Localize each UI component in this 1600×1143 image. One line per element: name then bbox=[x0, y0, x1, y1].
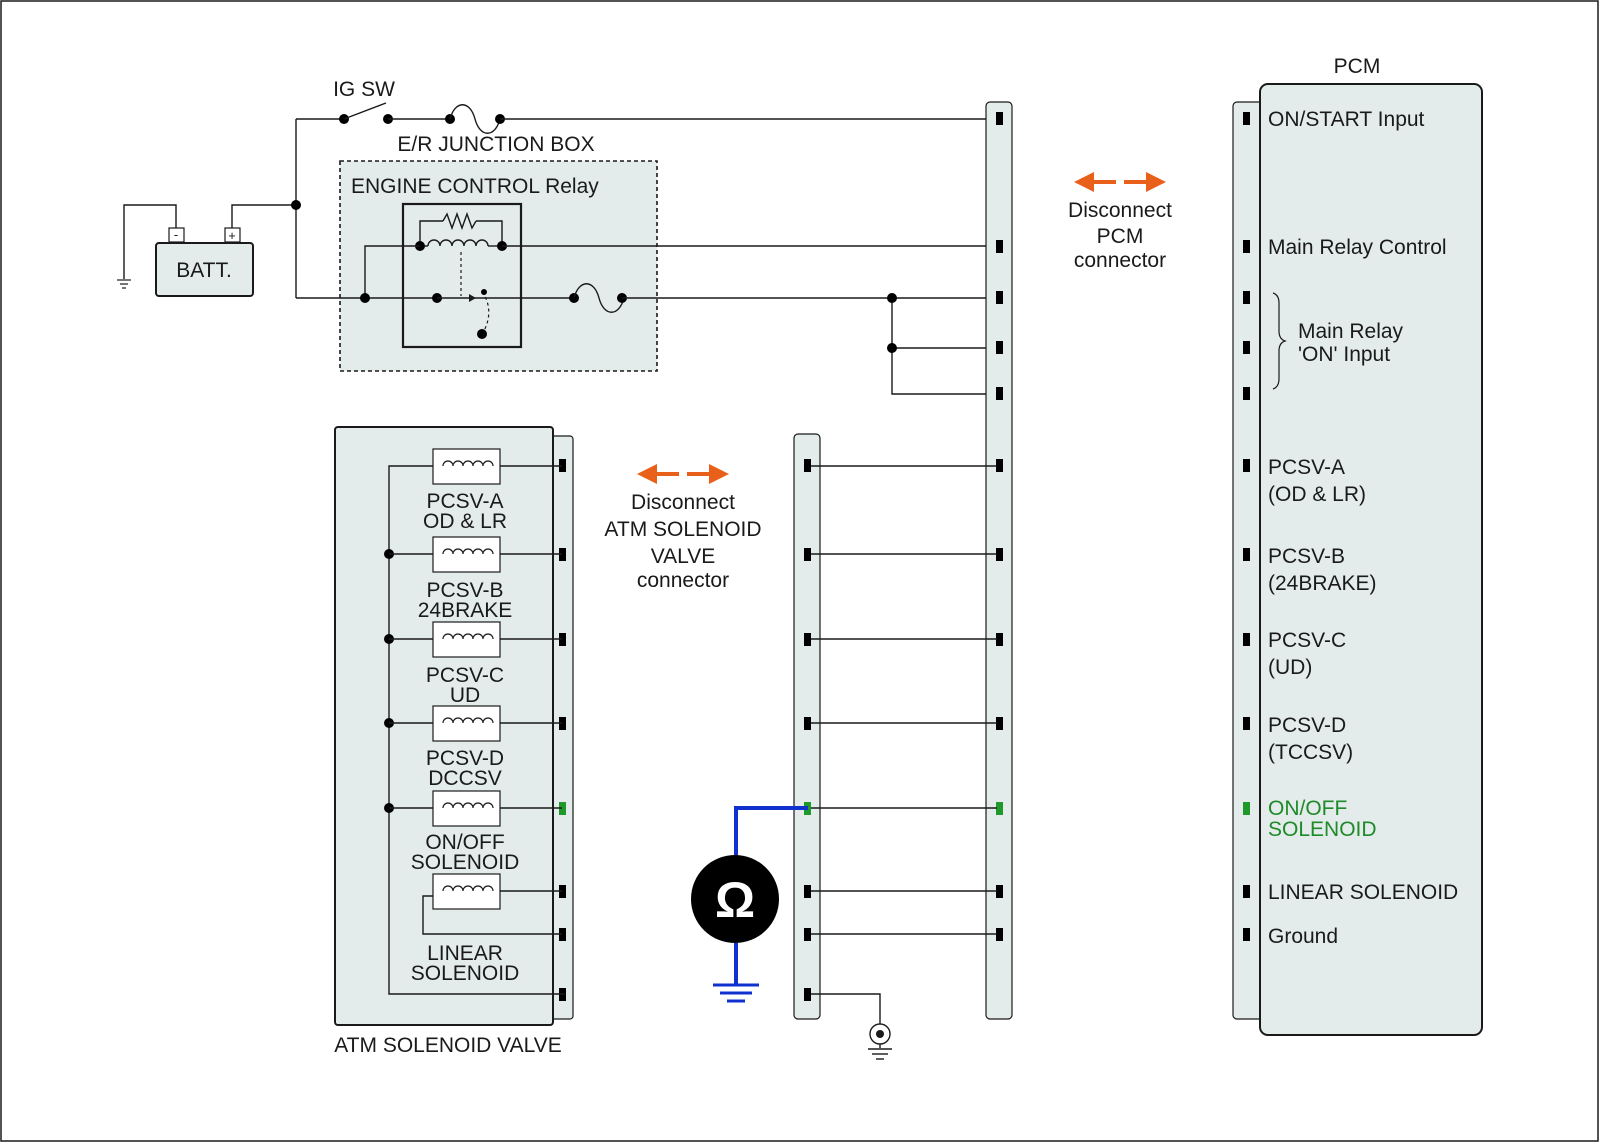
pcm-pin-main-relay-control: Main Relay Control bbox=[1268, 236, 1447, 259]
atm-disconnect-line2: ATM SOLENOID bbox=[604, 518, 761, 541]
pcm-disconnect-line1: Disconnect bbox=[1068, 199, 1172, 222]
ig-switch-label: IG SW bbox=[333, 78, 395, 101]
pcm-pin-ground: Ground bbox=[1268, 925, 1338, 948]
solenoid-onoff-line2: SOLENOID bbox=[411, 851, 520, 874]
pcm-pin-pcsv-d-1: PCSV-D bbox=[1268, 714, 1346, 737]
harness-wires bbox=[811, 465, 997, 1024]
solenoid-c-line2: UD bbox=[450, 684, 480, 707]
fuse-icon bbox=[445, 104, 505, 134]
relay-contact-icon bbox=[432, 289, 490, 339]
meter-ground-icon bbox=[713, 983, 759, 1003]
pcm-pin-pcsv-a-2: (OD & LR) bbox=[1268, 483, 1366, 506]
pcm-pin-pcsv-c-2: (UD) bbox=[1268, 656, 1312, 679]
solenoid-coil-icon bbox=[432, 790, 501, 827]
solenoid-d-line2: DCCSV bbox=[428, 767, 502, 790]
pcm-pin-pcsv-b-2: (24BRAKE) bbox=[1268, 572, 1377, 595]
relay-label: ENGINE CONTROL Relay bbox=[351, 175, 599, 198]
pcm-harness-pins bbox=[996, 112, 1003, 941]
solenoid-coil-icon bbox=[432, 873, 501, 910]
solenoid-b-line1: PCSV-B bbox=[426, 579, 503, 602]
junction-box-label: E/R JUNCTION BOX bbox=[397, 133, 594, 156]
battery-pos-label: + bbox=[228, 228, 236, 243]
battery-ground-icon bbox=[117, 279, 131, 289]
pcm-pin-main-relay-on-1: Main Relay bbox=[1298, 320, 1404, 343]
pcm-pin-pcsv-b-1: PCSV-B bbox=[1268, 545, 1345, 568]
solenoid-coil-icon bbox=[432, 705, 501, 742]
pcm-pins bbox=[1243, 112, 1250, 941]
solenoid-d-line1: PCSV-D bbox=[426, 747, 504, 770]
solenoid-coil-icon bbox=[432, 621, 501, 658]
solenoid-coil-icon bbox=[432, 536, 501, 573]
pcm-box bbox=[1259, 83, 1483, 1036]
solenoid-linear-line1: LINEAR bbox=[427, 942, 503, 965]
pcm-pin-on-off-1: ON/OFF bbox=[1268, 797, 1347, 820]
pcm-title: PCM bbox=[1334, 55, 1381, 78]
pcm-pin-main-relay-on-2: 'ON' Input bbox=[1298, 343, 1390, 366]
chassis-ground-icon bbox=[868, 1023, 892, 1060]
battery: - + BATT. bbox=[155, 227, 254, 297]
atm-disconnect-line4: connector bbox=[637, 569, 729, 592]
resistor-icon bbox=[419, 211, 503, 246]
pcm-pin-on-off-2: SOLENOID bbox=[1268, 818, 1377, 841]
pcm-disconnect-line2: PCM bbox=[1097, 225, 1144, 248]
solenoid-b-line2: 24BRAKE bbox=[418, 599, 513, 622]
pcm-disconnect-line3: connector bbox=[1074, 249, 1166, 272]
meter-lead-top bbox=[734, 806, 808, 860]
pcm-pin-on-start: ON/START Input bbox=[1268, 108, 1425, 131]
relay-inner-box bbox=[401, 202, 523, 349]
solenoid-onoff-line1: ON/OFF bbox=[425, 831, 504, 854]
ignition-switch-icon bbox=[339, 102, 393, 124]
atm-disconnect-line3: VALVE bbox=[651, 545, 716, 568]
pcm-pin-pcsv-a-1: PCSV-A bbox=[1268, 456, 1345, 479]
atm-disconnect-line1: Disconnect bbox=[631, 491, 735, 514]
ohmmeter-symbol: Ω bbox=[715, 872, 755, 928]
main-relay-brace-icon bbox=[1272, 292, 1287, 390]
solenoid-a-line1: PCSV-A bbox=[426, 490, 503, 513]
battery-label: BATT. bbox=[176, 259, 232, 282]
solenoid-a-line2: OD & LR bbox=[423, 510, 507, 533]
ohmmeter-icon: Ω bbox=[691, 855, 779, 943]
solenoid-linear-line2: SOLENOID bbox=[411, 962, 520, 985]
engine-control-relay-box bbox=[339, 160, 658, 372]
pcm-pin-pcsv-d-2: (TCCSV) bbox=[1268, 741, 1353, 764]
pcm-pin-pcsv-c-1: PCSV-C bbox=[1268, 629, 1346, 652]
atm-valve-title: ATM SOLENOID VALVE bbox=[334, 1034, 562, 1057]
pcm-pin-linear: LINEAR SOLENOID bbox=[1268, 881, 1458, 904]
solenoid-c-line1: PCSV-C bbox=[426, 664, 504, 687]
battery-neg-label: - bbox=[174, 227, 178, 242]
solenoid-coil-icon bbox=[432, 448, 501, 485]
